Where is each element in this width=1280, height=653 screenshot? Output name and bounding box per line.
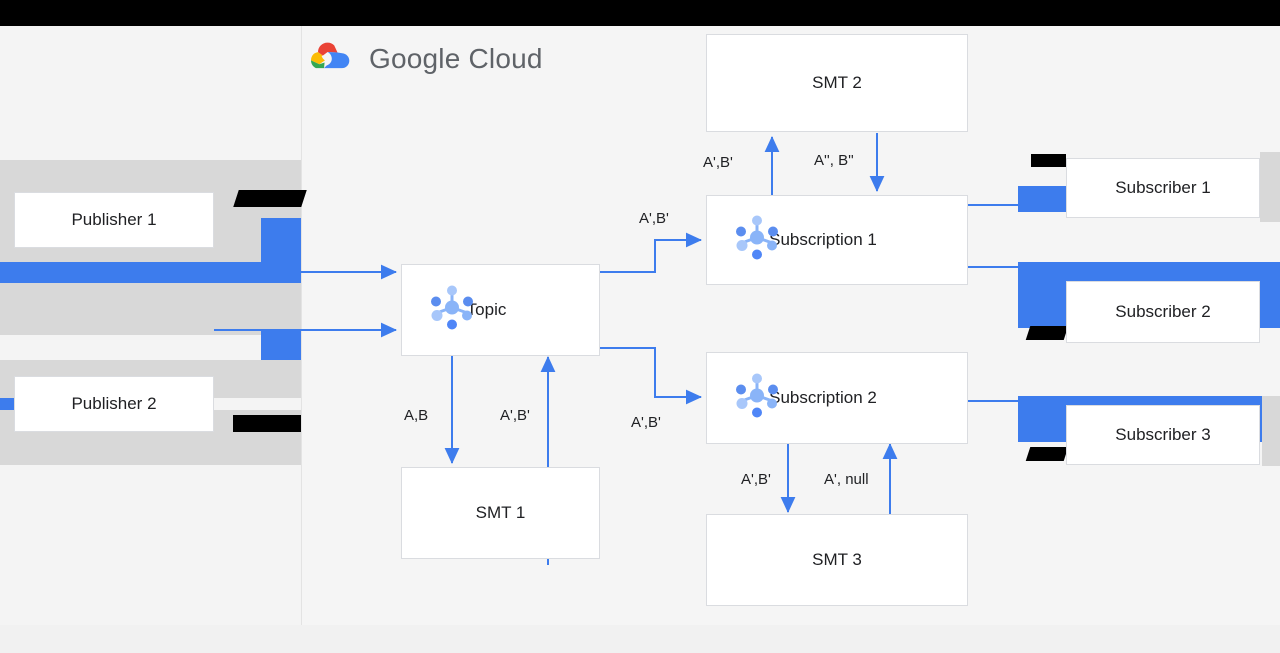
node-publisher-2-label: Publisher 2: [71, 394, 157, 413]
node-publisher-2[interactable]: Publisher 2: [14, 376, 214, 432]
left-artifact-gray-3: [0, 283, 301, 335]
edge-label-subscription2-to-smt3: A',B': [741, 471, 771, 488]
brand-text: Google Cloud: [369, 43, 543, 75]
node-subscriber-3-label: Subscriber 3: [1115, 425, 1211, 444]
bottom-strip: [0, 625, 1280, 653]
left-artifact-redaction-2: [233, 415, 301, 432]
node-smt-1-label: SMT 1: [475, 503, 526, 522]
node-smt-1[interactable]: SMT 1: [401, 467, 600, 559]
left-artifact-redaction-1: [233, 190, 307, 207]
brand-google: Google: [369, 43, 461, 74]
left-artifact-blue-1: [261, 218, 301, 283]
edge-label-topic-to-subscription1: A',B': [639, 210, 669, 227]
node-topic[interactable]: Topic: [401, 264, 600, 356]
edge-label-smt1-to-topic: A',B': [500, 407, 530, 424]
edge-label-smt3-to-subscription2: A', null: [824, 471, 869, 488]
node-publisher-1[interactable]: Publisher 1: [14, 192, 214, 248]
google-cloud-logo: Google Cloud: [310, 41, 543, 77]
top-redaction-bar: [0, 0, 1280, 26]
node-subscriber-3[interactable]: Subscriber 3: [1066, 405, 1260, 465]
brand-cloud: Cloud: [468, 43, 543, 74]
edge-label-subscription1-to-smt2: A',B': [703, 154, 733, 171]
right-artifact-redaction-1: [1031, 154, 1066, 167]
node-smt-3[interactable]: SMT 3: [706, 514, 968, 606]
node-subscription-2-label: Subscription 2: [769, 388, 877, 407]
google-cloud-logo-icon: [311, 42, 350, 69]
node-subscription-2[interactable]: Subscription 2: [706, 352, 968, 444]
right-artifact-redaction-3: [1025, 447, 1069, 461]
edge-label-smt2-to-subscription1: A'', B'': [814, 152, 854, 169]
node-subscriber-2-label: Subscriber 2: [1115, 302, 1211, 321]
node-publisher-1-label: Publisher 1: [71, 210, 157, 229]
node-subscriber-1-label: Subscriber 1: [1115, 178, 1211, 197]
edge-label-topic-to-smt1: A,B: [404, 407, 429, 424]
right-artifact-gray-2: [1262, 396, 1280, 466]
node-subscriber-1[interactable]: Subscriber 1: [1066, 158, 1260, 218]
left-artifact-light-1: [0, 335, 261, 360]
edge-label-topic-to-subscription2: A',B': [631, 414, 661, 431]
right-artifact-redaction-2: [1025, 326, 1069, 340]
pubsub-icon: [729, 210, 785, 271]
node-subscription-1-label: Subscription 1: [769, 230, 877, 249]
node-smt-3-label: SMT 3: [812, 550, 862, 569]
node-topic-label: Topic: [466, 300, 507, 319]
node-smt-2[interactable]: SMT 2: [706, 34, 968, 132]
left-artifact-blue-4: [0, 396, 14, 410]
pubsub-icon: [424, 280, 480, 341]
node-subscriber-2[interactable]: Subscriber 2: [1066, 281, 1260, 343]
pubsub-icon: [729, 368, 785, 429]
node-smt-2-label: SMT 2: [812, 73, 862, 92]
node-subscription-1[interactable]: Subscription 1: [706, 195, 968, 285]
left-artifact-blue-2: [0, 262, 262, 283]
right-artifact-gray-1: [1260, 152, 1280, 222]
